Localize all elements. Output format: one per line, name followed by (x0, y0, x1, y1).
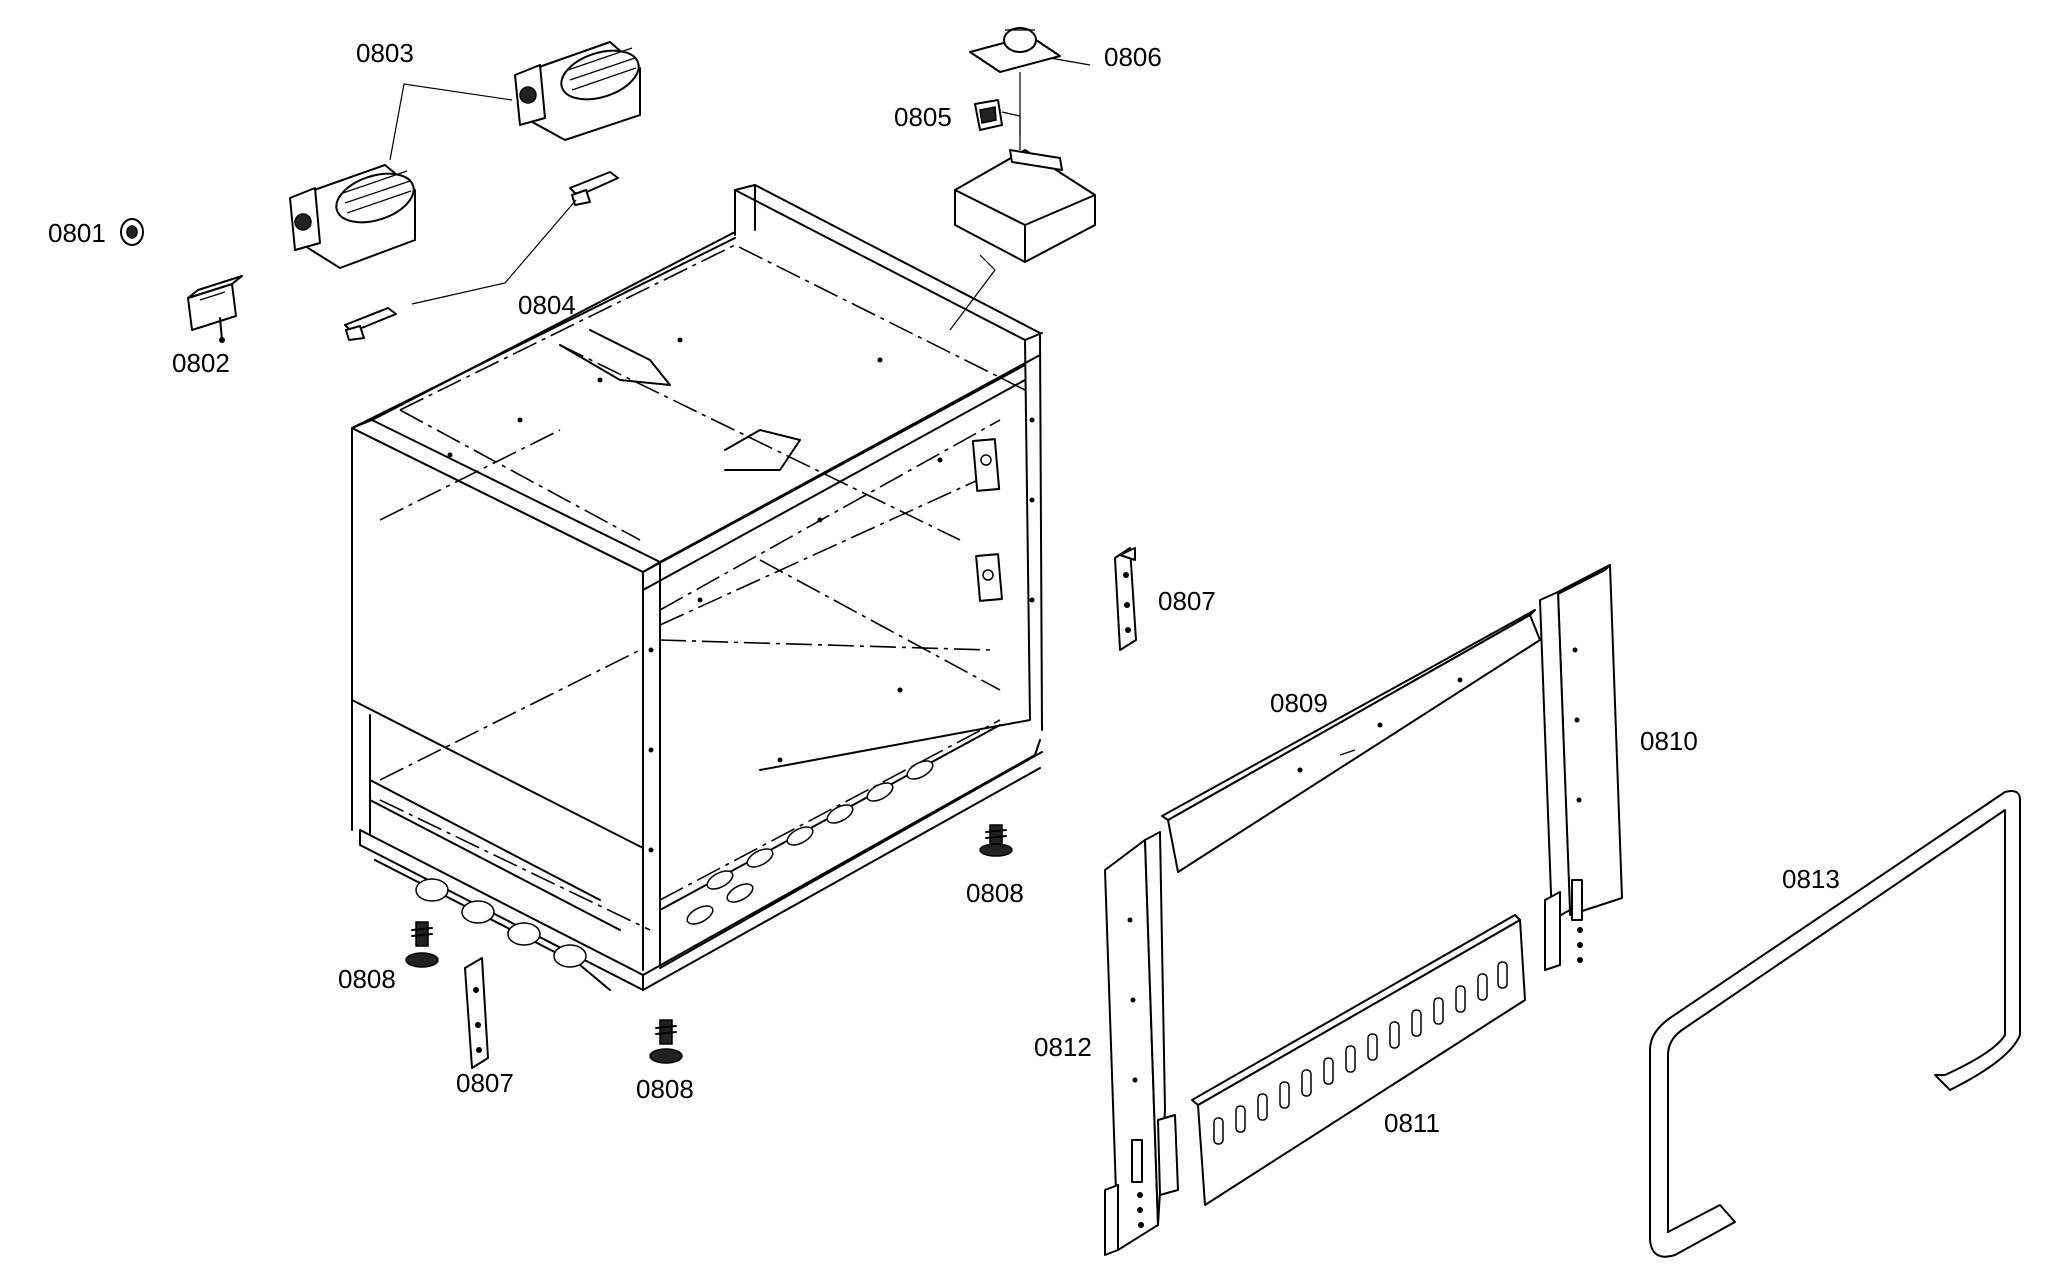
label-0813: 0813 (1782, 864, 1840, 894)
base-round-holes (415, 878, 587, 968)
part-0811-vented-panel (1191, 914, 1526, 1206)
label-0812: 0812 (1034, 1032, 1092, 1062)
label-0802: 0802 (172, 348, 230, 378)
part-0801-knob (120, 218, 144, 246)
label-0805: 0805 (894, 102, 952, 132)
part-0803-fan-motor-upper (514, 41, 641, 141)
label-0801: 0801 (48, 218, 106, 248)
label-0807-right: 0807 (1158, 586, 1216, 616)
label-0808-left: 0808 (338, 964, 396, 994)
part-0803-fan-motor-lower (289, 164, 416, 269)
part-0806-thermostat (969, 27, 1091, 150)
label-0804: 0804 (518, 290, 576, 320)
part-0802-terminal-block (187, 275, 243, 343)
part-0804-brackets (344, 171, 619, 341)
label-0806: 0806 (1104, 42, 1162, 72)
panel-vent-slots (1213, 961, 1508, 1145)
electrical-box (949, 149, 1096, 331)
part-0809-top-rail (1161, 609, 1541, 873)
part-0813-door-gasket (1649, 790, 2021, 1258)
part-labels: 0801 0802 0803 0804 0805 0806 0807 0807 … (48, 38, 1840, 1138)
part-0810-right-upright (1539, 564, 1623, 971)
label-0811: 0811 (1384, 1108, 1440, 1138)
label-0809: 0809 (1270, 688, 1328, 718)
part-0808-foot-center (649, 1019, 683, 1064)
label-0807-left: 0807 (456, 1068, 514, 1098)
cabinet-frame (351, 184, 1043, 991)
part-0803-leader-lines (389, 83, 513, 161)
part-0812-left-upright (1104, 831, 1179, 1256)
base-rail-slots (686, 760, 934, 925)
part-0807-hinge-left (464, 957, 489, 1069)
part-0805-switch (974, 99, 1021, 135)
label-0808-center: 0808 (636, 1074, 694, 1104)
part-0808-foot-right (979, 824, 1013, 857)
label-0808-right: 0808 (966, 878, 1024, 908)
label-0803: 0803 (356, 38, 414, 68)
frame-rivets (447, 337, 1035, 853)
part-0807-hinge-right (1114, 547, 1137, 651)
part-0808-foot-left (405, 921, 439, 968)
label-0810: 0810 (1640, 726, 1698, 756)
